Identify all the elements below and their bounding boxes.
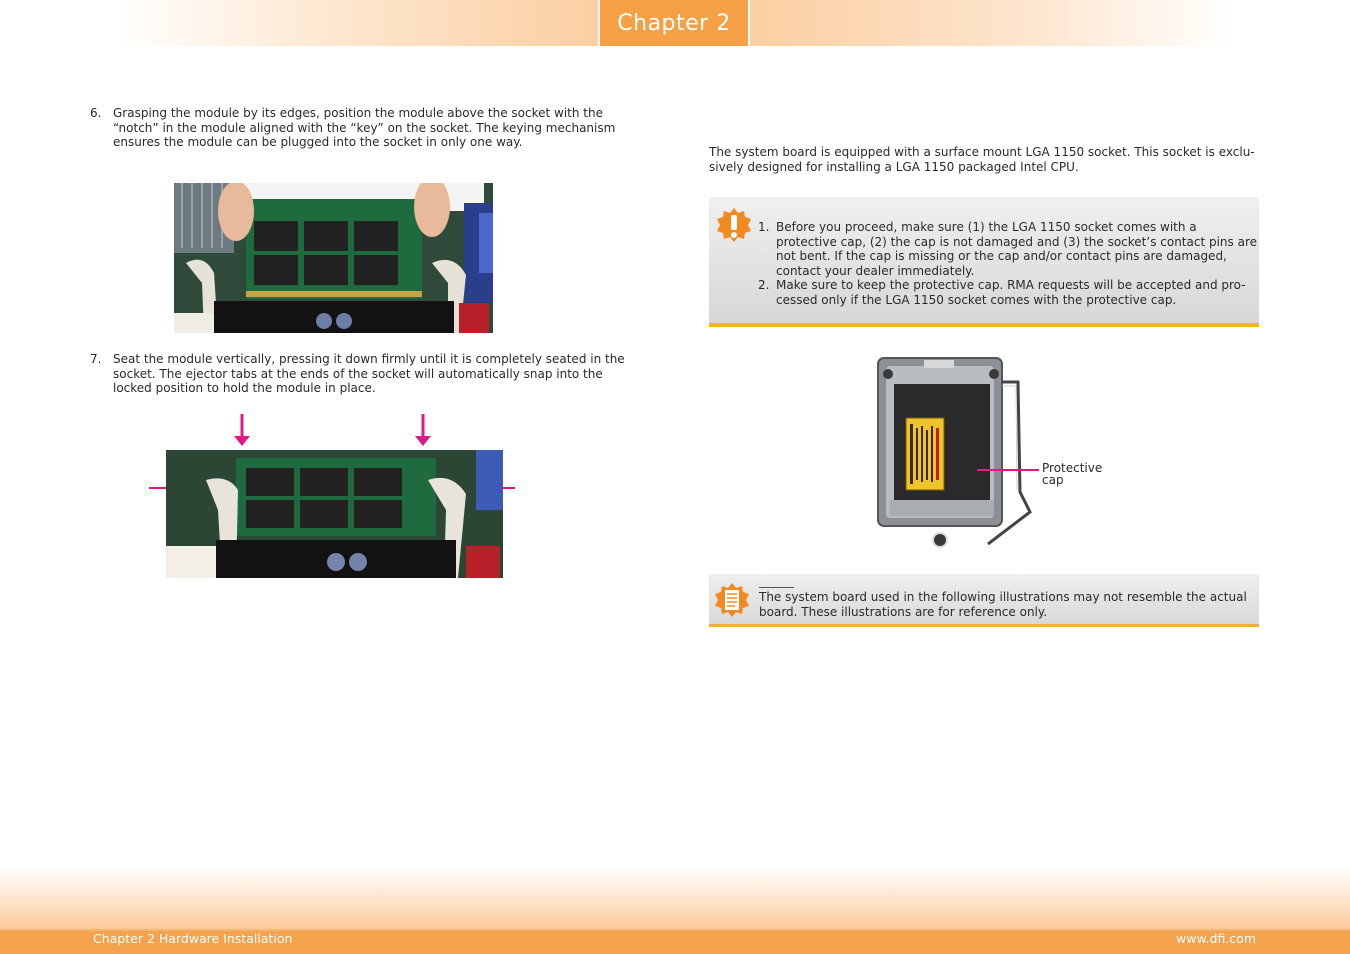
- footer-chapter-title: Chapter 2 Hardware Installation: [93, 931, 293, 946]
- warning-item-number: 1.: [758, 220, 770, 234]
- note-icon: [714, 582, 750, 618]
- step-7-text: Seat the module vertically, pressing it …: [113, 352, 625, 396]
- protective-cap-callout: Protective cap: [1042, 461, 1103, 487]
- note-rule: [759, 587, 794, 588]
- step-6-text: Grasping the module by its edges, positi…: [113, 106, 616, 150]
- step-6: 6. Grasping the module by its edges, pos…: [90, 106, 635, 150]
- warning-item-number: 2.: [758, 278, 770, 292]
- warning-item-text: Make sure to keep the protective cap. RM…: [776, 278, 1246, 307]
- note-text: The system board used in the following i…: [759, 590, 1247, 619]
- callout-line-2: cap: [1042, 472, 1064, 487]
- footer-website: www.dfi.com: [1176, 931, 1256, 946]
- cpu-socket-photo: [868, 352, 1038, 552]
- warning-item: 2. Make sure to keep the protective cap.…: [758, 278, 1260, 307]
- exclamation-icon: [716, 207, 752, 243]
- footer-glow: [0, 866, 1350, 932]
- step-7: 7. Seat the module vertically, pressing …: [90, 352, 635, 396]
- memory-seated-photo: [166, 450, 503, 578]
- warning-item-text: Before you proceed, make sure (1) the LG…: [776, 220, 1258, 278]
- socket-intro-paragraph: The system board is equipped with a surf…: [709, 145, 1255, 174]
- note-box: [709, 574, 1259, 627]
- warning-list: 1. Before you proceed, make sure (1) the…: [758, 220, 1260, 307]
- callout-line: [977, 469, 1039, 471]
- footer-bar: [0, 929, 1350, 954]
- callout-line-1: Protective: [1042, 461, 1103, 475]
- memory-insert-photo: [174, 183, 493, 333]
- chapter-tab: Chapter 2: [598, 0, 750, 46]
- step-7-number: 7.: [90, 352, 102, 366]
- warning-item: 1. Before you proceed, make sure (1) the…: [758, 220, 1260, 278]
- warning-box: [709, 197, 1259, 327]
- step-6-number: 6.: [90, 106, 102, 120]
